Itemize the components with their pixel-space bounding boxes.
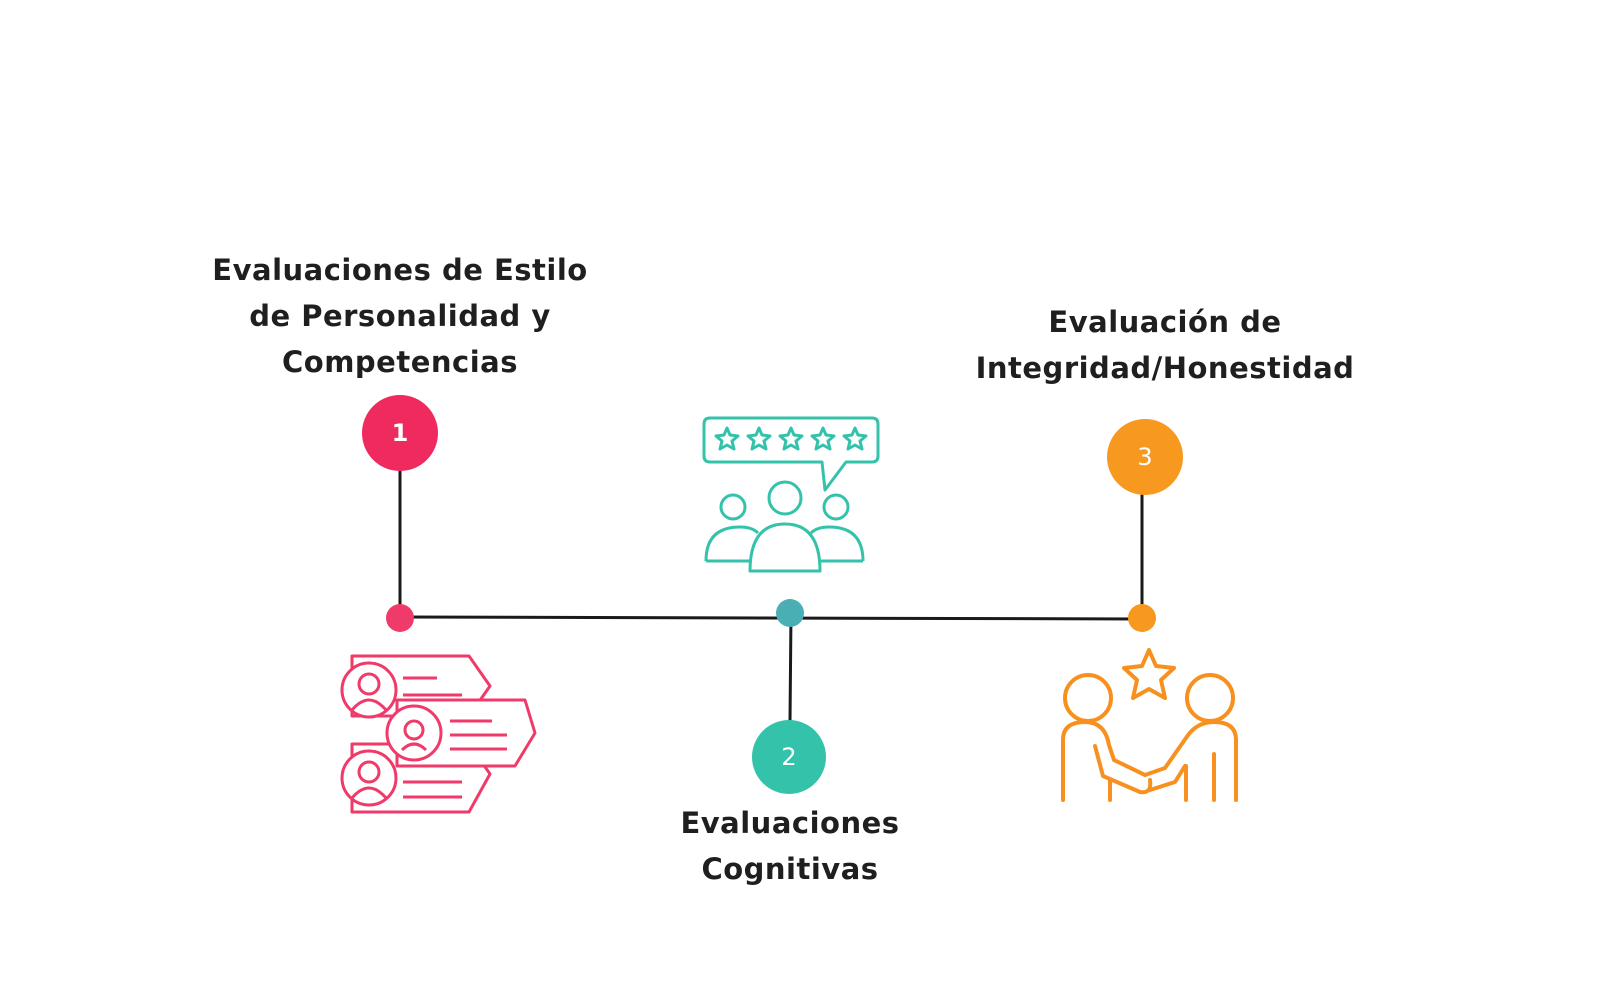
step-3-badge: [1107, 419, 1183, 495]
step-2-badge: [752, 720, 826, 794]
timeline-dot-3: [1128, 604, 1156, 632]
step-3-title-line: Integridad/Honestidad: [975, 351, 1355, 385]
step-2-number: 2: [781, 743, 797, 771]
timeline-dot-1: [386, 604, 414, 632]
resume-profiles-icon: [340, 654, 537, 814]
step-1-title: Evaluaciones de Estilo de Personalidad y…: [212, 247, 587, 385]
step-2-title-line: Evaluaciones: [680, 806, 900, 840]
step-1-title-line: Evaluaciones de Estilo: [212, 253, 588, 287]
timeline-axis: [399, 615, 1143, 621]
step-2-title-line: Cognitivas: [701, 852, 879, 886]
step-1-number: 1: [391, 419, 409, 447]
connector-2: [788, 612, 793, 723]
group-rating-icon: [702, 416, 880, 573]
step-3-title: Evaluación de Integridad/Honestidad: [976, 299, 1355, 391]
step-3-title-line: Evaluación de: [1048, 305, 1282, 339]
handshake-star-icon: [1061, 648, 1238, 802]
step-3-number: 3: [1137, 443, 1153, 471]
step-1-title-line: de Personalidad y: [249, 299, 551, 333]
step-1-badge: [362, 395, 438, 471]
timeline-dot-2: [776, 599, 804, 627]
step-2-title: Evaluaciones Cognitivas: [680, 800, 899, 892]
step-1-title-line: Competencias: [282, 345, 518, 379]
